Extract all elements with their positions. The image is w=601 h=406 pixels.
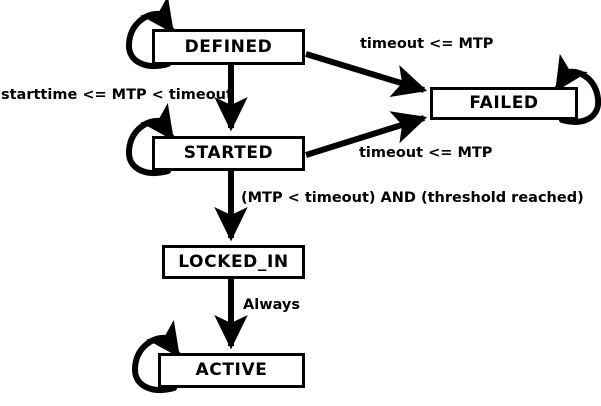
edge-label-started-self-loop: starttime <= MTP < timeout [1, 87, 233, 103]
edge-active-self [132, 320, 181, 393]
state-label-started: STARTED [183, 143, 274, 163]
state-label-defined: DEFINED [184, 36, 273, 57]
state-label-locked-in: LOCKED_IN [178, 251, 289, 272]
edge-label-started-to-locked-in: (MTP < timeout) AND (threshold reached) [241, 190, 584, 206]
edge-label-locked-in-to-active: Always [243, 297, 301, 313]
edge-label-started-to-failed: timeout <= MTP [359, 145, 493, 161]
state-node-failed[interactable]: FAILED [430, 87, 578, 120]
edge-defined-self [126, 0, 175, 69]
edge-started-failed [305, 111, 428, 158]
edge-defined-failed [305, 51, 428, 97]
state-node-active[interactable]: ACTIVE [158, 353, 305, 388]
state-node-defined[interactable]: DEFINED [152, 29, 305, 65]
state-node-started[interactable]: STARTED [152, 136, 305, 171]
edge-label-defined-to-failed: timeout <= MTP [360, 36, 494, 52]
state-node-locked-in[interactable]: LOCKED_IN [162, 245, 305, 279]
state-label-active: ACTIVE [195, 360, 268, 380]
edge-failed-self [554, 53, 601, 125]
state-label-failed: FAILED [469, 93, 539, 113]
edge-started-self [126, 103, 175, 176]
